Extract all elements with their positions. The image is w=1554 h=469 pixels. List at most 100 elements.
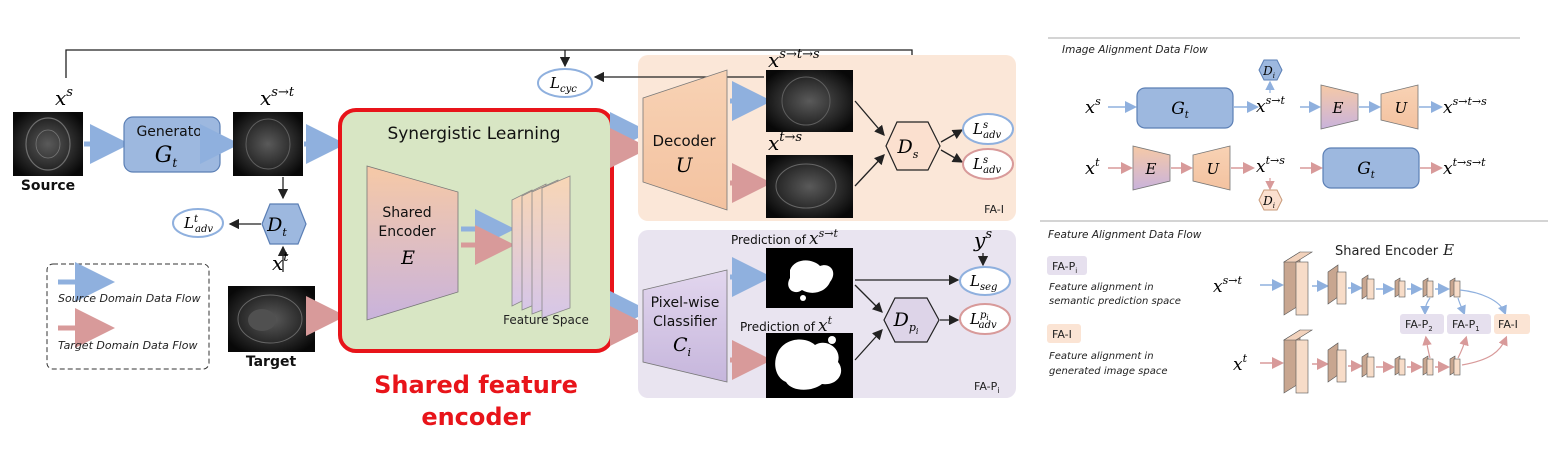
legend-source-text: Source Domain Data Flow (58, 292, 201, 305)
feature-space-label: Feature Space (503, 313, 589, 327)
fa-p-desc1: Feature alignment in (1049, 282, 1154, 293)
x-s-label: xs (55, 85, 73, 110)
fa-p-desc2: semantic prediction space (1049, 296, 1181, 307)
fa-i-desc1: Feature alignment in (1049, 351, 1154, 362)
ia-generator-top-symbol: Gt (1171, 99, 1190, 121)
arrow-pred-st-to-dp (854, 284, 883, 313)
y-s-label: ys (973, 227, 992, 252)
fa-p-badge-text: FA-Pi (1052, 260, 1077, 275)
ia-e-top (1320, 84, 1359, 130)
ia-generator-top (1136, 87, 1234, 129)
lcyc-symbol: Lcyc (549, 74, 577, 95)
xst-image (233, 112, 303, 176)
ia-d-bottom-symbol: Di (1262, 194, 1275, 210)
lseg-oval (959, 266, 1011, 296)
ia-x-st: xs→t (1256, 94, 1285, 117)
fa-top-encoder-blocks (1260, 251, 1461, 316)
ia-generator-bottom (1322, 147, 1420, 189)
generator-title: Generator (136, 124, 207, 140)
dp-symbol: Dpi (893, 309, 919, 336)
shared-encoder-line2: Encoder (378, 224, 435, 240)
x-t-label: xt (272, 250, 289, 275)
ia-x-sts: xs→t→s (1443, 95, 1487, 118)
fa-i-small-text: FA-I (1498, 318, 1518, 331)
ladv-t-oval (172, 208, 224, 238)
x-ts-label: xt→s (768, 130, 802, 155)
x-sts-label: xs→t→s (768, 47, 820, 72)
ladv-s-oval-blue (962, 113, 1014, 145)
fa-p1-text: FA-P1 (1452, 318, 1480, 333)
dp-discriminator (883, 297, 940, 343)
legend-box (46, 263, 210, 370)
ia-u-bottom (1192, 145, 1231, 191)
arrow-xts-to-ds (854, 154, 885, 187)
ia-e-bottom-symbol: E (1145, 160, 1157, 178)
ia-u-top (1380, 84, 1419, 130)
ladv-s-oval-red (962, 148, 1014, 180)
arrow-ds-to-ladv1 (940, 129, 964, 143)
fa-p2-badge (1400, 314, 1444, 334)
ia-x-ts: xt→s (1256, 154, 1285, 177)
classifier-symbol: Ci (673, 334, 691, 359)
fa-p-badge (1047, 256, 1087, 275)
ia-e-bottom (1132, 145, 1171, 191)
ia-d-bottom (1258, 189, 1283, 211)
fa-i-label: FA-I (984, 203, 1004, 216)
fa-x-t: xt (1233, 352, 1248, 375)
xsts-image (766, 70, 853, 132)
generator-symbol: Gt (155, 143, 178, 170)
ia-x-t: xt (1085, 156, 1100, 179)
arrow-pred-t-to-dp (854, 329, 883, 361)
fa-i-badge-text: FA-I (1052, 328, 1072, 341)
shared-feature-annotation-2: encoder (421, 403, 531, 431)
shared-encoder-line1: Shared (382, 205, 431, 221)
arrow-ds-to-ladv2 (940, 149, 964, 163)
image-alignment-title: Image Alignment Data Flow (1062, 44, 1208, 56)
fa-i-desc2: generated image space (1049, 366, 1168, 377)
source-image (13, 112, 83, 176)
decoder-title: Decoder (652, 132, 716, 150)
ia-x-tst: xt→s→t (1443, 156, 1486, 179)
legend-target-text: Target Domain Data Flow (58, 339, 197, 352)
ds-symbol: Ds (897, 136, 919, 161)
feature-space-stack (541, 175, 571, 319)
shared-encoder-symbol: E (400, 247, 415, 269)
dt-discriminator (261, 203, 307, 245)
fa-i-small-badge (1494, 314, 1530, 334)
ia-u-bottom-symbol: U (1207, 160, 1221, 178)
classifier-line2: Classifier (653, 314, 717, 330)
ia-generator-bottom-symbol: Gt (1357, 159, 1376, 181)
fa-p2-text: FA-P2 (1405, 318, 1433, 333)
ia-d-top-symbol: Di (1262, 64, 1275, 80)
shared-encoder-shape (366, 165, 459, 321)
ladv-p-oval (959, 303, 1011, 335)
decoder-symbol: U (676, 153, 694, 177)
target-label: Target (246, 354, 297, 370)
ia-u-top-symbol: U (1395, 99, 1409, 117)
shared-feature-annotation-1: Shared feature (374, 371, 578, 399)
synergistic-title: Synergistic Learning (387, 124, 560, 144)
fa-i-badge (1047, 324, 1081, 343)
ia-x-s: xs (1085, 95, 1101, 118)
decoder-shape (642, 69, 728, 211)
arrow-xsts-to-ds (854, 100, 885, 136)
x-st-label: xs→t (260, 85, 295, 110)
classifier-line1: Pixel-wise (651, 295, 720, 311)
ia-e-top-symbol: E (1332, 99, 1344, 117)
fa-bottom-encoder-blocks (1260, 329, 1461, 394)
classifier-shape (642, 269, 728, 383)
fa-p1-badge (1447, 314, 1491, 334)
lcyc-oval (537, 68, 593, 98)
lseg-symbol: Lseg (969, 272, 997, 293)
fa-x-st: xs→t (1213, 274, 1242, 297)
ia-d-top (1258, 59, 1283, 81)
